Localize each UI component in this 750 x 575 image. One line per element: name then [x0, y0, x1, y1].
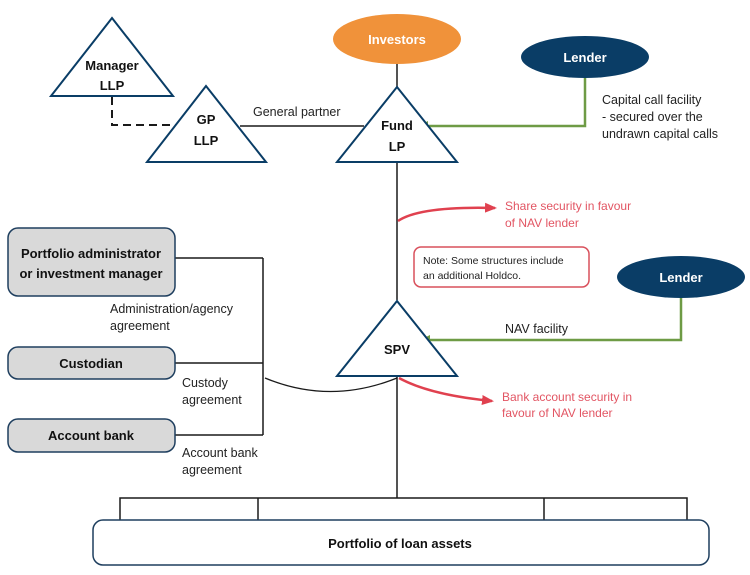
gp-llp-triangle: [144, 84, 269, 163]
admin-agreement-label-line2: agreement: [110, 319, 170, 333]
account-bank-rect: [7, 418, 176, 453]
capital-call-label-line3: undrawn capital calls: [602, 127, 718, 141]
manager-llp-triangle: [48, 16, 176, 97]
bank-account-security-arrow: [398, 376, 494, 406]
custody-agreement-label-line2: agreement: [182, 393, 242, 407]
manager-gp-dashed-connector: [111, 97, 176, 126]
portfolio-administrator-label-line1: Portfolio administrator: [21, 246, 161, 261]
portfolio-administrator-box[interactable]: Portfolio administrator or investment ma…: [7, 227, 176, 297]
lender-top-ellipse: [521, 36, 649, 78]
custody-agreement-label-line1: Custody: [182, 376, 229, 390]
portfolio-of-loan-assets-label: Portfolio of loan assets: [328, 536, 472, 551]
manager-llp-entity[interactable]: Manager LLP: [48, 16, 176, 97]
lender-top-label: Lender: [563, 50, 606, 65]
investors-entity[interactable]: Investors: [333, 14, 461, 64]
nav-facility-label: NAV facility: [505, 322, 569, 336]
portfolio-administrator-label-line2: or investment manager: [19, 266, 162, 281]
gp-llp-label-line2: LLP: [194, 133, 219, 148]
bank-agreement-label-line2: agreement: [182, 463, 242, 477]
capital-call-label-line1: Capital call facility: [602, 93, 702, 107]
custodian-label: Custodian: [59, 356, 123, 371]
holdco-note-line1: Note: Some structures include: [423, 255, 564, 267]
capital-call-facility-arrow: [418, 77, 587, 131]
bank-security-label-line1: Bank account security in: [502, 390, 632, 404]
lender-mid-ellipse: [617, 256, 745, 298]
capital-call-label-line2: - secured over the: [602, 110, 703, 124]
gp-llp-entity[interactable]: GP LLP: [144, 84, 269, 163]
portfolio-of-loan-assets-rect: [92, 519, 710, 566]
fund-lp-label-line1: Fund: [381, 118, 413, 133]
lender-mid-entity[interactable]: Lender: [617, 256, 745, 298]
share-security-label-line1: Share security in favour: [505, 199, 631, 213]
service-providers-spv-curve: [264, 377, 398, 393]
spv-triangle: [334, 299, 460, 377]
bank-agreement-label-line1: Account bank: [182, 446, 258, 460]
nav-facility-arrow: [420, 297, 683, 345]
investors-ellipse: [333, 14, 461, 64]
lender-mid-label: Lender: [659, 270, 702, 285]
fund-lp-triangle: [334, 85, 460, 163]
portfolio-administrator-rect: [7, 227, 176, 297]
manager-llp-label-line2: LLP: [100, 78, 125, 93]
investors-label: Investors: [368, 32, 426, 47]
gp-llp-label-line1: GP: [197, 112, 216, 127]
general-partner-label: General partner: [253, 105, 341, 119]
spv-entity[interactable]: SPV: [334, 299, 460, 377]
holdco-note-rect: [413, 246, 590, 288]
portfolio-bracket: [119, 497, 688, 520]
holdco-note-line2: an additional Holdco.: [423, 270, 521, 282]
admin-agreement-label-line1: Administration/agency: [110, 302, 234, 316]
fund-lp-label-line2: LP: [389, 139, 406, 154]
holdco-note: Note: Some structures include an additio…: [413, 246, 590, 288]
share-security-label-line2: of NAV lender: [505, 216, 579, 230]
spv-label: SPV: [384, 342, 410, 357]
portfolio-of-loan-assets-box[interactable]: Portfolio of loan assets: [92, 519, 710, 566]
share-security-arrow: [397, 202, 497, 223]
custodian-rect: [7, 346, 176, 380]
account-bank-box[interactable]: Account bank: [7, 418, 176, 453]
account-bank-label: Account bank: [48, 428, 135, 443]
bank-security-label-line2: favour of NAV lender: [502, 406, 613, 420]
custodian-box[interactable]: Custodian: [7, 346, 176, 380]
lender-top-entity[interactable]: Lender: [521, 36, 649, 78]
fund-lp-entity[interactable]: Fund LP: [334, 85, 460, 163]
manager-llp-label-line1: Manager: [85, 58, 138, 73]
